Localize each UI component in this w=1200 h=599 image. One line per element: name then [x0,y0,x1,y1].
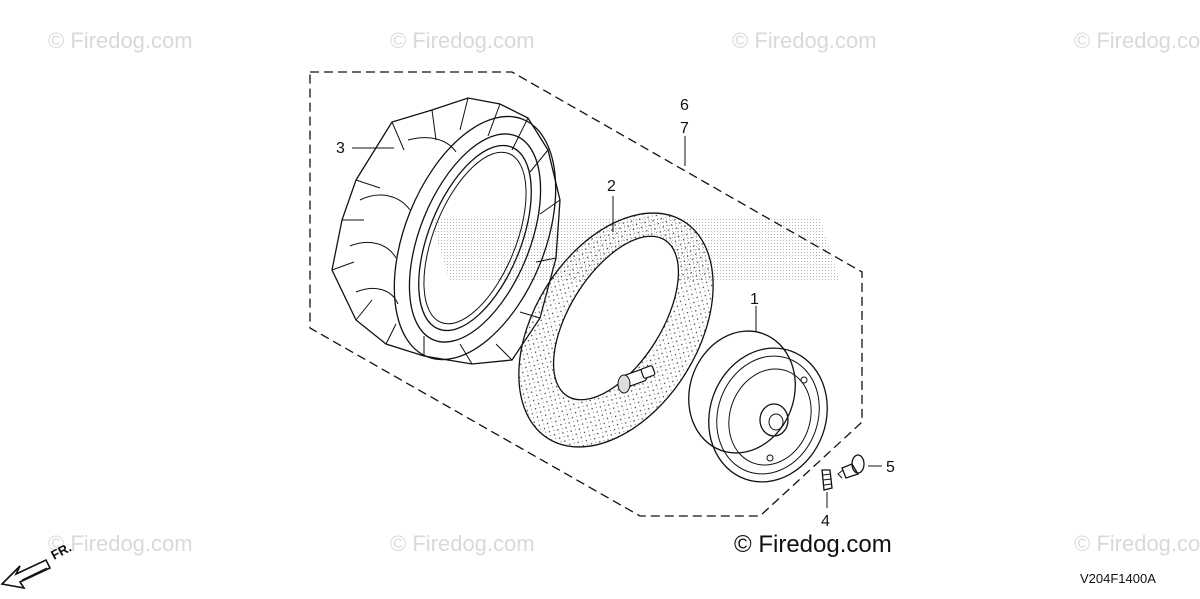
front-arrow-icon [0,558,52,590]
watermark-top-4: © Firedog.com [1074,28,1200,53]
callout-rim[interactable]: 1 [750,291,759,308]
valve-cap-icon [821,469,833,491]
bolt-icon [837,454,865,479]
watermark-bottom-2: © Firedog.com [390,531,535,556]
watermark-bottom-3: © Firedog.com [1074,531,1200,556]
watermark-top-3: © Firedog.com [732,28,877,53]
leader-lines [352,136,882,508]
callout-assembly-6[interactable]: 6 [680,97,689,114]
callout-bolt[interactable]: 5 [886,459,895,476]
watermark-top-1: © Firedog.com [48,28,193,53]
tire-icon [331,97,561,365]
diagram-code: V204F1400A [1080,571,1156,586]
watermark-bottom-1: © Firedog.com [48,531,193,556]
callout-valve-cap[interactable]: 4 [821,513,830,530]
rim-icon [688,330,828,483]
assembly-boundary [309,71,863,517]
valve-stem-icon [617,365,656,394]
callout-assembly-7[interactable]: 7 [680,120,689,137]
inner-tube-icon [518,212,714,448]
copyright-text: © Firedog.com [734,531,892,558]
callout-tire[interactable]: 3 [336,140,345,157]
watermark-top-2: © Firedog.com [390,28,535,53]
callout-tube[interactable]: 2 [607,178,616,195]
